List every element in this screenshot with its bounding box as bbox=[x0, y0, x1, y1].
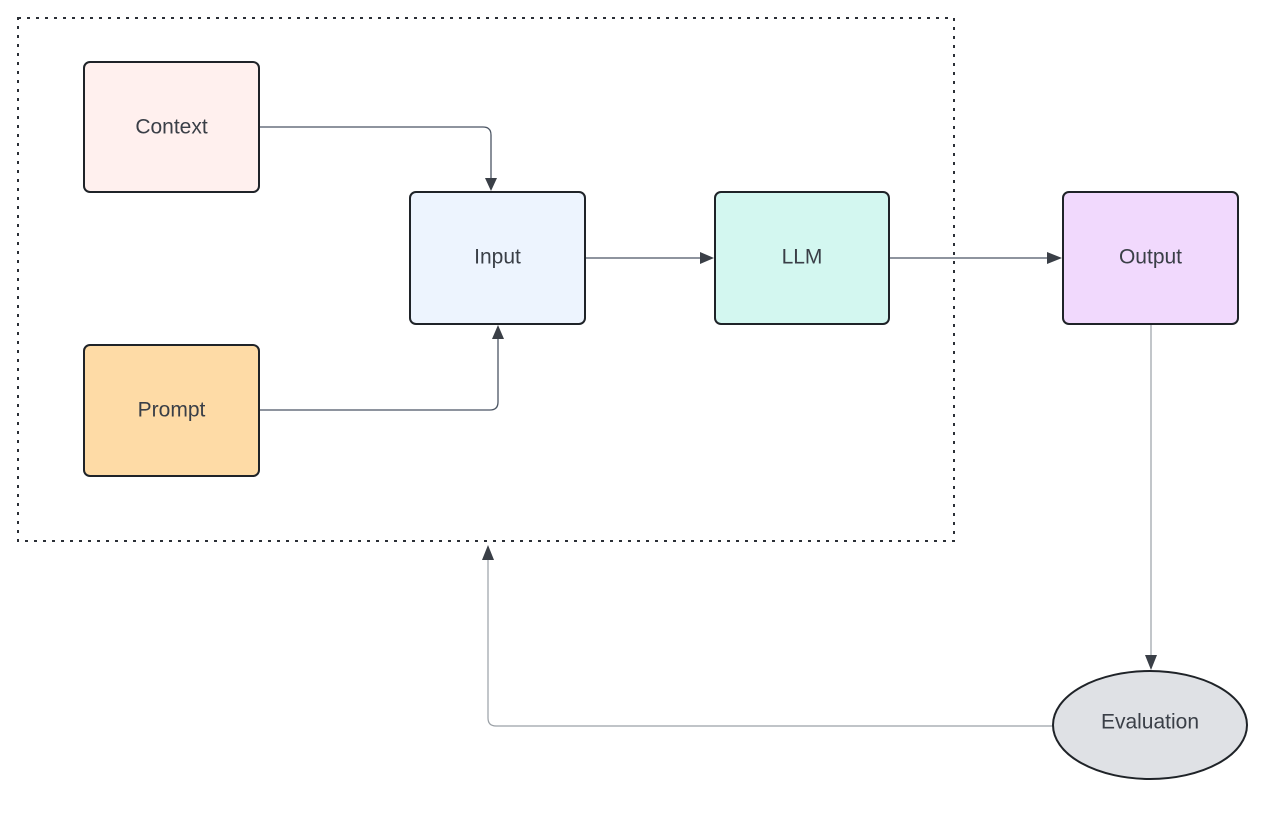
prompt-box bbox=[83, 344, 260, 477]
input-label: Input bbox=[474, 246, 521, 269]
evaluation-ellipse bbox=[1052, 670, 1248, 780]
context-box bbox=[83, 61, 260, 193]
edge-evaluation-to-group bbox=[487, 558, 1053, 727]
node-context[interactable]: Context bbox=[83, 61, 260, 193]
node-evaluation[interactable]: Evaluation bbox=[1052, 670, 1248, 780]
edge-input-to-llm-arrowhead bbox=[700, 252, 714, 264]
edge-output-to-evaluation-arrowhead bbox=[1145, 655, 1157, 670]
edge-llm-to-output-arrowhead bbox=[1047, 252, 1062, 264]
node-llm[interactable]: LLM bbox=[714, 191, 890, 325]
input-group-boundary bbox=[17, 17, 955, 542]
edge-evaluation-to-group-arrowhead bbox=[482, 545, 494, 560]
context-label: Context bbox=[135, 116, 208, 139]
edge-prompt-to-input-arrowhead bbox=[492, 325, 504, 339]
edge-context-to-input-arrowhead bbox=[485, 178, 497, 191]
edge-context-to-input bbox=[259, 126, 492, 180]
input-box bbox=[409, 191, 586, 325]
node-output[interactable]: Output bbox=[1062, 191, 1239, 325]
node-input[interactable]: Input bbox=[409, 191, 586, 325]
node-prompt[interactable]: Prompt bbox=[83, 344, 260, 477]
output-label: Output bbox=[1119, 246, 1182, 269]
llm-label: LLM bbox=[782, 246, 823, 269]
prompt-label: Prompt bbox=[138, 399, 206, 422]
llm-box bbox=[714, 191, 890, 325]
evaluation-label: Evaluation bbox=[1101, 711, 1199, 734]
output-box bbox=[1062, 191, 1239, 325]
edge-prompt-to-input bbox=[259, 337, 499, 411]
